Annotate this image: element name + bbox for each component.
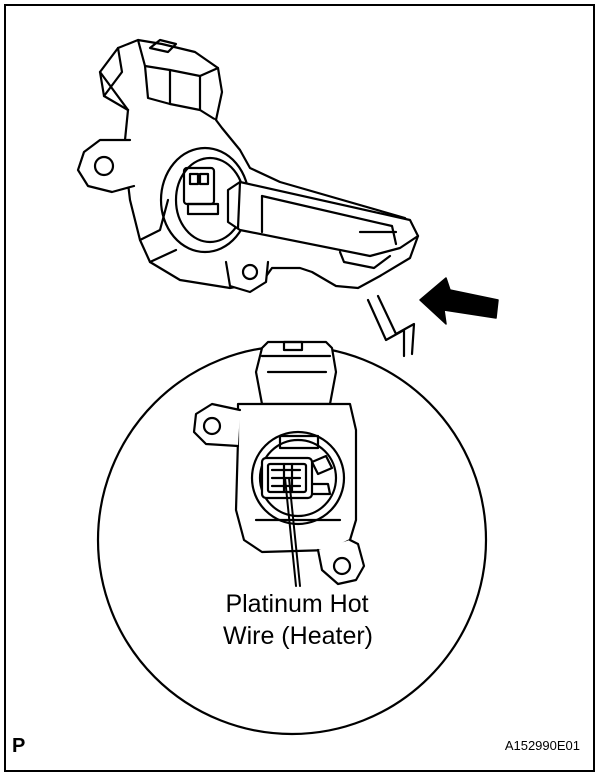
sensor-perspective-view (76, 38, 420, 294)
corner-mark: P (12, 735, 26, 757)
callout-label-line2: Wire (Heater) (222, 622, 373, 650)
callout-label-line1: Platinum Hot (225, 590, 369, 618)
hot-wire-pointer (288, 477, 301, 587)
sensor-front-view (192, 340, 366, 586)
figure-code: A152990E01 (504, 738, 580, 753)
callout-leader-line (366, 298, 406, 358)
arrow-left-icon (419, 277, 499, 325)
